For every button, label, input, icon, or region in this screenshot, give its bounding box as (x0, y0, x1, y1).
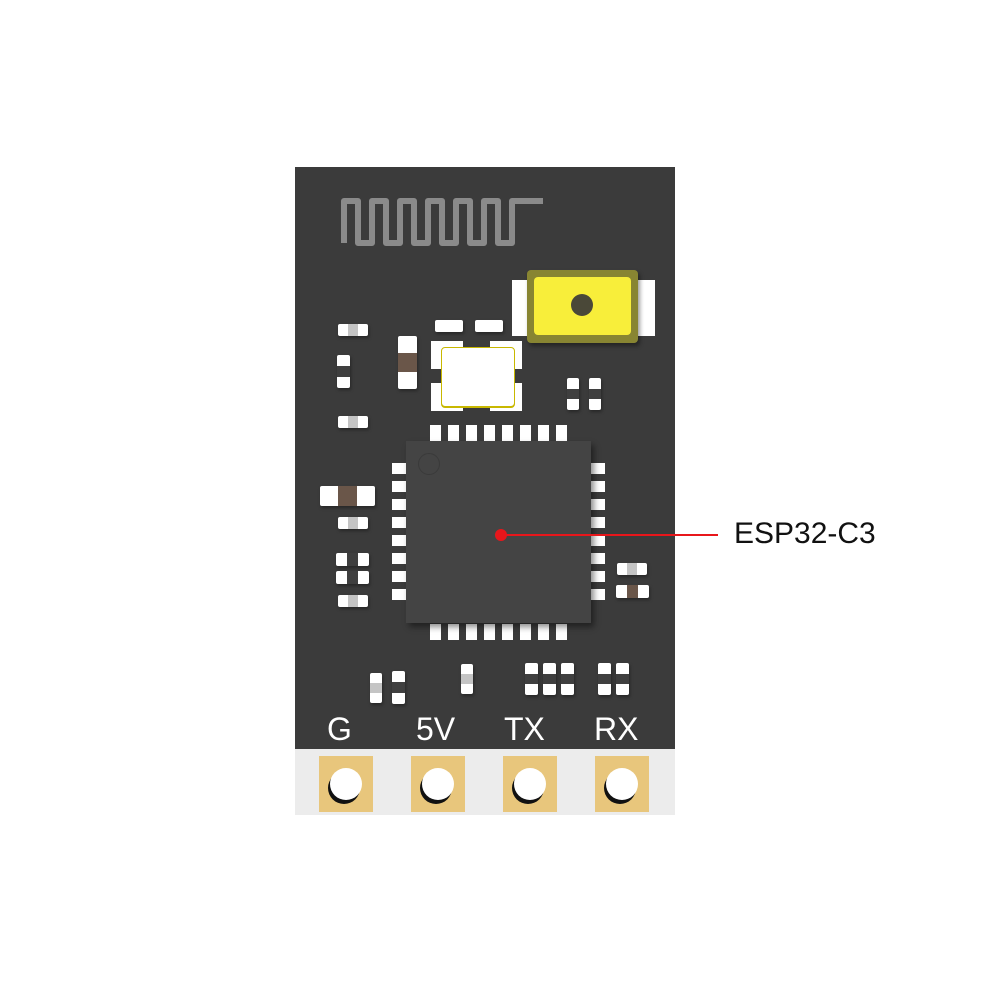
pin-label-5v: 5V (416, 711, 456, 747)
smd-component (392, 671, 405, 704)
smd-resistor (338, 324, 368, 336)
pin-label-rx: RX (594, 711, 639, 747)
through-hole-icon (330, 768, 362, 800)
antenna-trace-icon (341, 198, 543, 246)
smd-pad (435, 320, 463, 332)
smd-capacitor (320, 486, 375, 506)
pin-pad-tx (503, 756, 557, 812)
pin1-marker-icon (418, 453, 440, 475)
smd-capacitor (616, 585, 649, 598)
smd-component (336, 553, 369, 566)
pin-pad-gnd (319, 756, 373, 812)
through-hole-icon (606, 768, 638, 800)
pin-label-tx: TX (504, 711, 545, 747)
smd-resistor (338, 595, 368, 607)
smd-resistor (617, 563, 647, 575)
callout-label: ESP32-C3 (734, 517, 876, 550)
through-hole-icon (514, 768, 546, 800)
callout-dot-icon (495, 529, 507, 541)
smd-component (543, 663, 556, 695)
smd-component (525, 663, 538, 695)
pin-label-gnd: G (327, 711, 352, 747)
smd-resistor (370, 673, 382, 703)
smd-capacitor (398, 336, 417, 389)
smd-component (589, 378, 601, 410)
smd-resistor (338, 416, 368, 428)
smd-resistor (338, 517, 368, 529)
smd-resistor (461, 664, 473, 694)
smd-component (337, 355, 350, 388)
smd-component (598, 663, 611, 695)
pin-pad-rx (595, 756, 649, 812)
smd-component (561, 663, 574, 695)
through-hole-icon (422, 768, 454, 800)
callout-line (501, 534, 718, 536)
smd-component (336, 571, 369, 584)
smd-component (567, 378, 579, 410)
smd-component (616, 663, 629, 695)
crystal-oscillator (441, 347, 515, 407)
smd-pad (475, 320, 503, 332)
pin-pad-5v (411, 756, 465, 812)
push-button-actuator-icon (571, 294, 593, 316)
